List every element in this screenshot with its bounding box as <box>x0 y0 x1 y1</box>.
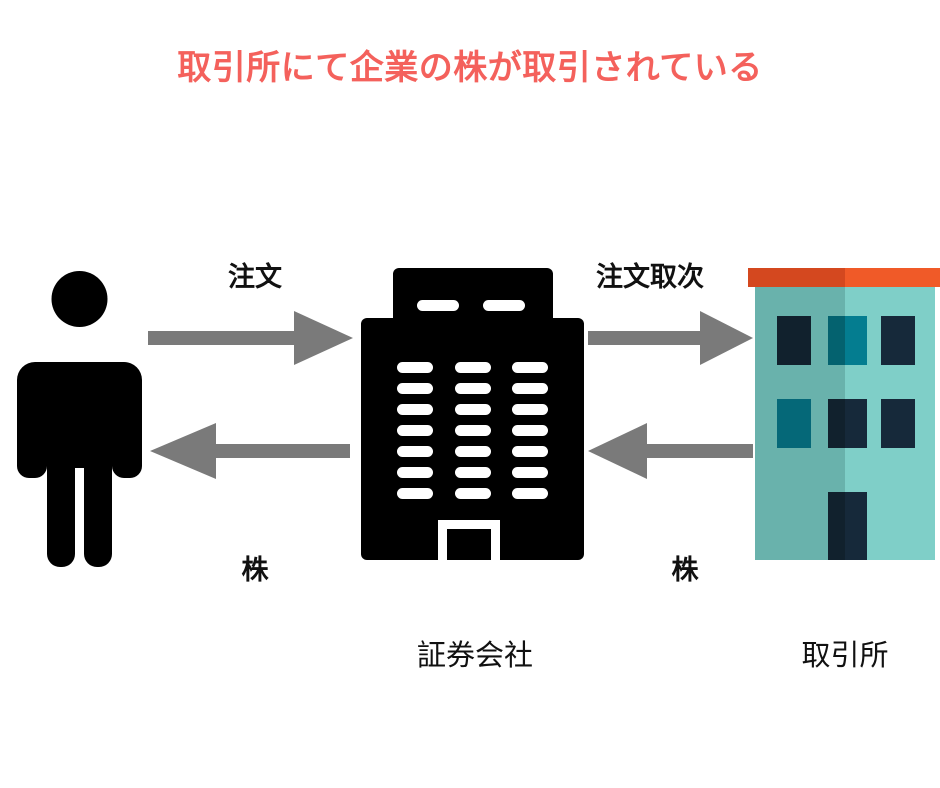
caption-exchange: 取引所 <box>801 640 889 672</box>
broker-node <box>355 268 590 560</box>
exchange-building-icon <box>748 268 940 560</box>
arrow-right-icon <box>588 311 753 365</box>
flow-label-order: 注文 <box>228 262 282 292</box>
arrow-order-to-broker <box>148 308 353 368</box>
person-icon <box>17 271 142 567</box>
flow-label-stock-to-investor: 株 <box>241 555 269 585</box>
flow-label-stock-to-broker: 株 <box>671 555 699 585</box>
investor-node <box>12 268 147 568</box>
exchange-node <box>745 268 940 560</box>
arrow-stock-to-investor <box>150 420 350 482</box>
page-title: 取引所にて企業の株が取引されている <box>177 49 763 87</box>
flow-label-brokerage: 注文取次 <box>596 262 704 292</box>
arrow-right-icon <box>148 311 353 365</box>
arrow-left-icon <box>588 423 753 479</box>
arrow-stock-to-broker <box>588 420 753 482</box>
arrow-order-to-exchange <box>588 308 753 368</box>
office-building-icon <box>361 268 584 560</box>
arrow-left-icon <box>150 423 350 479</box>
caption-broker: 証券会社 <box>416 640 533 672</box>
